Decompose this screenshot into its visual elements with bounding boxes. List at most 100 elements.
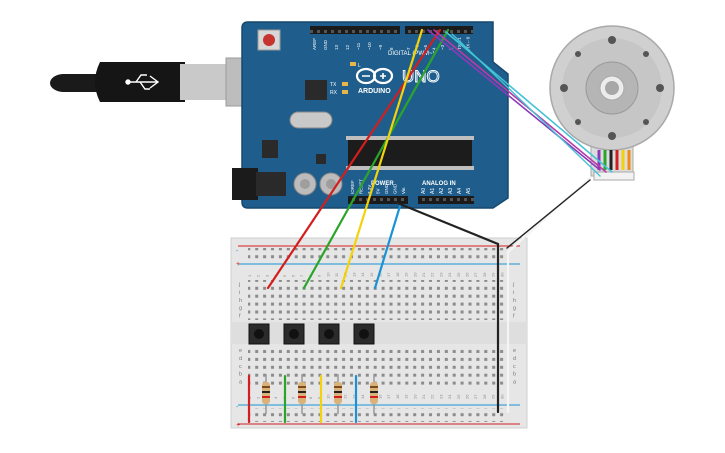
reset-button-icon[interactable]	[257, 29, 281, 51]
column-number-label: 1	[247, 274, 252, 277]
column-number-label: 25	[456, 394, 461, 399]
column-number-label: 17	[386, 272, 391, 277]
led-l-label: L	[358, 63, 361, 69]
analog-pin-label: A1	[430, 188, 436, 194]
column-number-label: 26	[465, 394, 470, 399]
wire-red-signal[interactable]	[266, 28, 442, 290]
row-letter-label: d	[239, 356, 242, 362]
row-letter-label: a	[513, 380, 517, 386]
row-letter-label: a	[239, 380, 243, 386]
column-number-label: 28	[482, 394, 487, 399]
pushbutton-3[interactable]	[318, 323, 340, 345]
usb-cable-icon[interactable]	[50, 57, 261, 107]
digital-pin-label: ~5	[423, 44, 428, 50]
column-number-label: 4	[273, 396, 278, 399]
column-number-label: 6	[291, 396, 296, 399]
row-letter-label: i	[239, 290, 240, 296]
power-pin-label: Vin	[401, 187, 406, 194]
column-number-label: 19	[404, 394, 409, 399]
row-letter-label: j	[238, 282, 240, 288]
digital-pin-label: ~10	[367, 42, 372, 50]
digital-pin-label: 7	[406, 47, 411, 50]
column-number-label: 19	[404, 272, 409, 277]
row-letter-label: h	[513, 298, 516, 304]
column-number-label: 30	[499, 272, 504, 277]
breadboard[interactable]: + - + - jjiihhggffeeddccbbaa112233445566…	[230, 237, 528, 429]
column-number-label: 24	[447, 394, 452, 399]
column-number-label: 20	[412, 394, 417, 399]
pushbutton-4[interactable]	[353, 323, 375, 345]
analog-pin-label: A2	[439, 188, 445, 194]
resistor-2[interactable]	[298, 374, 306, 414]
column-number-label: 23	[438, 272, 443, 277]
column-number-label: 22	[430, 394, 435, 399]
column-number-label: 20	[412, 272, 417, 277]
digital-pin-label: RX←0	[466, 36, 471, 50]
digital-pin-label: 4	[432, 47, 437, 50]
led-l-icon	[350, 62, 356, 66]
column-number-label: 10	[325, 394, 330, 399]
analog-header[interactable]	[418, 196, 474, 204]
power-header[interactable]	[348, 196, 408, 204]
row-letter-label: h	[239, 298, 242, 304]
column-number-label: 18	[395, 394, 400, 399]
column-number-label: 3	[264, 274, 269, 277]
column-number-label: 15	[369, 272, 374, 277]
column-number-label: 26	[465, 272, 470, 277]
wire-black-encoder-gnd[interactable]	[506, 179, 591, 249]
column-number-label: 22	[430, 272, 435, 277]
wire-cyan-encoder-2[interactable]	[451, 33, 601, 177]
arduino-board[interactable]: L TX RX ARDUINO UNO DIGITAL (PWM~) POWER…	[232, 21, 509, 209]
wire-blue-5v[interactable]	[373, 204, 402, 290]
column-number-label: 9	[317, 396, 322, 399]
wire-yellow-signal[interactable]	[339, 28, 424, 290]
arduino-logo-icon	[355, 67, 394, 85]
digital-header-left[interactable]	[310, 26, 400, 34]
digital-pin-label: ~9	[378, 44, 383, 50]
resistor-3[interactable]	[334, 374, 342, 414]
digital-pin-label: 13	[334, 44, 339, 50]
column-number-label: 29	[491, 394, 496, 399]
column-number-label: 21	[421, 272, 426, 277]
resistor-1[interactable]	[262, 374, 270, 414]
led-rx-icon	[342, 90, 348, 94]
row-letter-label: b	[239, 372, 242, 378]
rail-minus-label: -	[236, 248, 239, 255]
wire-purple-encoder[interactable]	[427, 29, 601, 171]
row-letter-label: g	[239, 306, 242, 312]
dc-jack-icon[interactable]	[232, 168, 286, 200]
resistor-4[interactable]	[370, 374, 378, 414]
row-letter-label: e	[239, 348, 242, 354]
pushbutton-1[interactable]	[248, 323, 270, 345]
column-number-label: 18	[395, 272, 400, 277]
led-tx-icon	[342, 82, 348, 86]
analog-label: ANALOG IN	[422, 181, 456, 187]
power-label: POWER	[371, 181, 394, 187]
wire-magenta-encoder[interactable]	[433, 29, 607, 173]
led-rx-label: RX	[330, 90, 338, 96]
wire-black-gnd[interactable]	[393, 200, 500, 414]
row-letter-label: c	[513, 364, 516, 370]
column-number-label: 2	[256, 396, 261, 399]
column-number-label: 5	[282, 274, 287, 277]
column-number-label: 25	[456, 272, 461, 277]
column-number-label: 27	[473, 394, 478, 399]
pushbutton-2[interactable]	[283, 323, 305, 345]
row-letter-label: e	[513, 348, 516, 354]
analog-pin-label: A4	[457, 188, 463, 194]
usb-symbol-icon	[125, 74, 160, 90]
row-letter-label: b	[513, 372, 516, 378]
rotary-encoder-icon[interactable]	[549, 25, 675, 181]
power-pin-label: IOREF	[350, 180, 355, 194]
power-pin-label: GND	[393, 183, 398, 194]
digital-pin-label: AREF	[312, 38, 317, 50]
power-pin-label: GND	[384, 183, 389, 194]
power-pin-label: 5V	[376, 188, 381, 194]
digital-pin-label: GND	[323, 39, 328, 50]
column-number-label: 12	[343, 394, 348, 399]
column-number-label: 6	[291, 274, 296, 277]
microcontroller-chip-icon	[348, 140, 472, 166]
column-number-label: 8	[308, 396, 313, 399]
wire-green-signal[interactable]	[302, 28, 450, 290]
